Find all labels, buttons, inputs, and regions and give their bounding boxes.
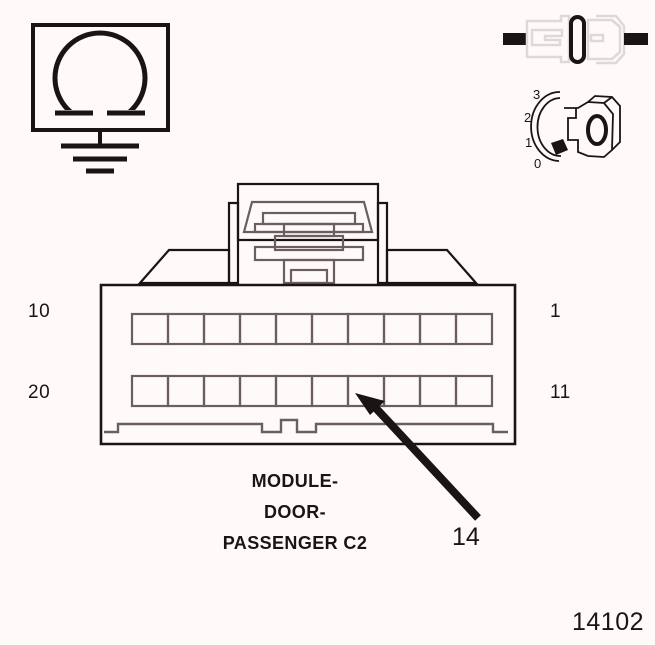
ignition-key-symbol-group	[530, 91, 621, 162]
connector-caption-line-2: DOOR-	[264, 502, 326, 522]
connector-caption-line-3: PASSENGER C2	[222, 533, 368, 553]
top-row-left-pin-label: 10	[28, 301, 51, 322]
bottom-row-right-pin-label: 11	[550, 382, 571, 403]
top-row-right-pin-label: 1	[550, 301, 562, 322]
cavity-row-bottom	[130, 374, 494, 408]
pin-14-arrow	[355, 393, 481, 521]
connector-disconnect-symbol-group	[503, 14, 648, 65]
connector-caption-line-1: MODULE-	[251, 471, 339, 491]
key-position-0-label: 0	[534, 156, 542, 171]
ohmmeter-symbol-group	[31, 23, 170, 174]
key-position-2-label: 2	[524, 110, 532, 125]
key-position-1-label: 1	[525, 135, 533, 150]
figure-number: 14102	[572, 608, 645, 636]
pin-14-callout-label: 14	[452, 523, 480, 551]
bottom-row-left-pin-label: 20	[28, 382, 51, 403]
cavity-row-top	[130, 312, 494, 346]
key-position-3-label: 3	[533, 87, 541, 102]
connector-outline-group	[99, 182, 517, 446]
